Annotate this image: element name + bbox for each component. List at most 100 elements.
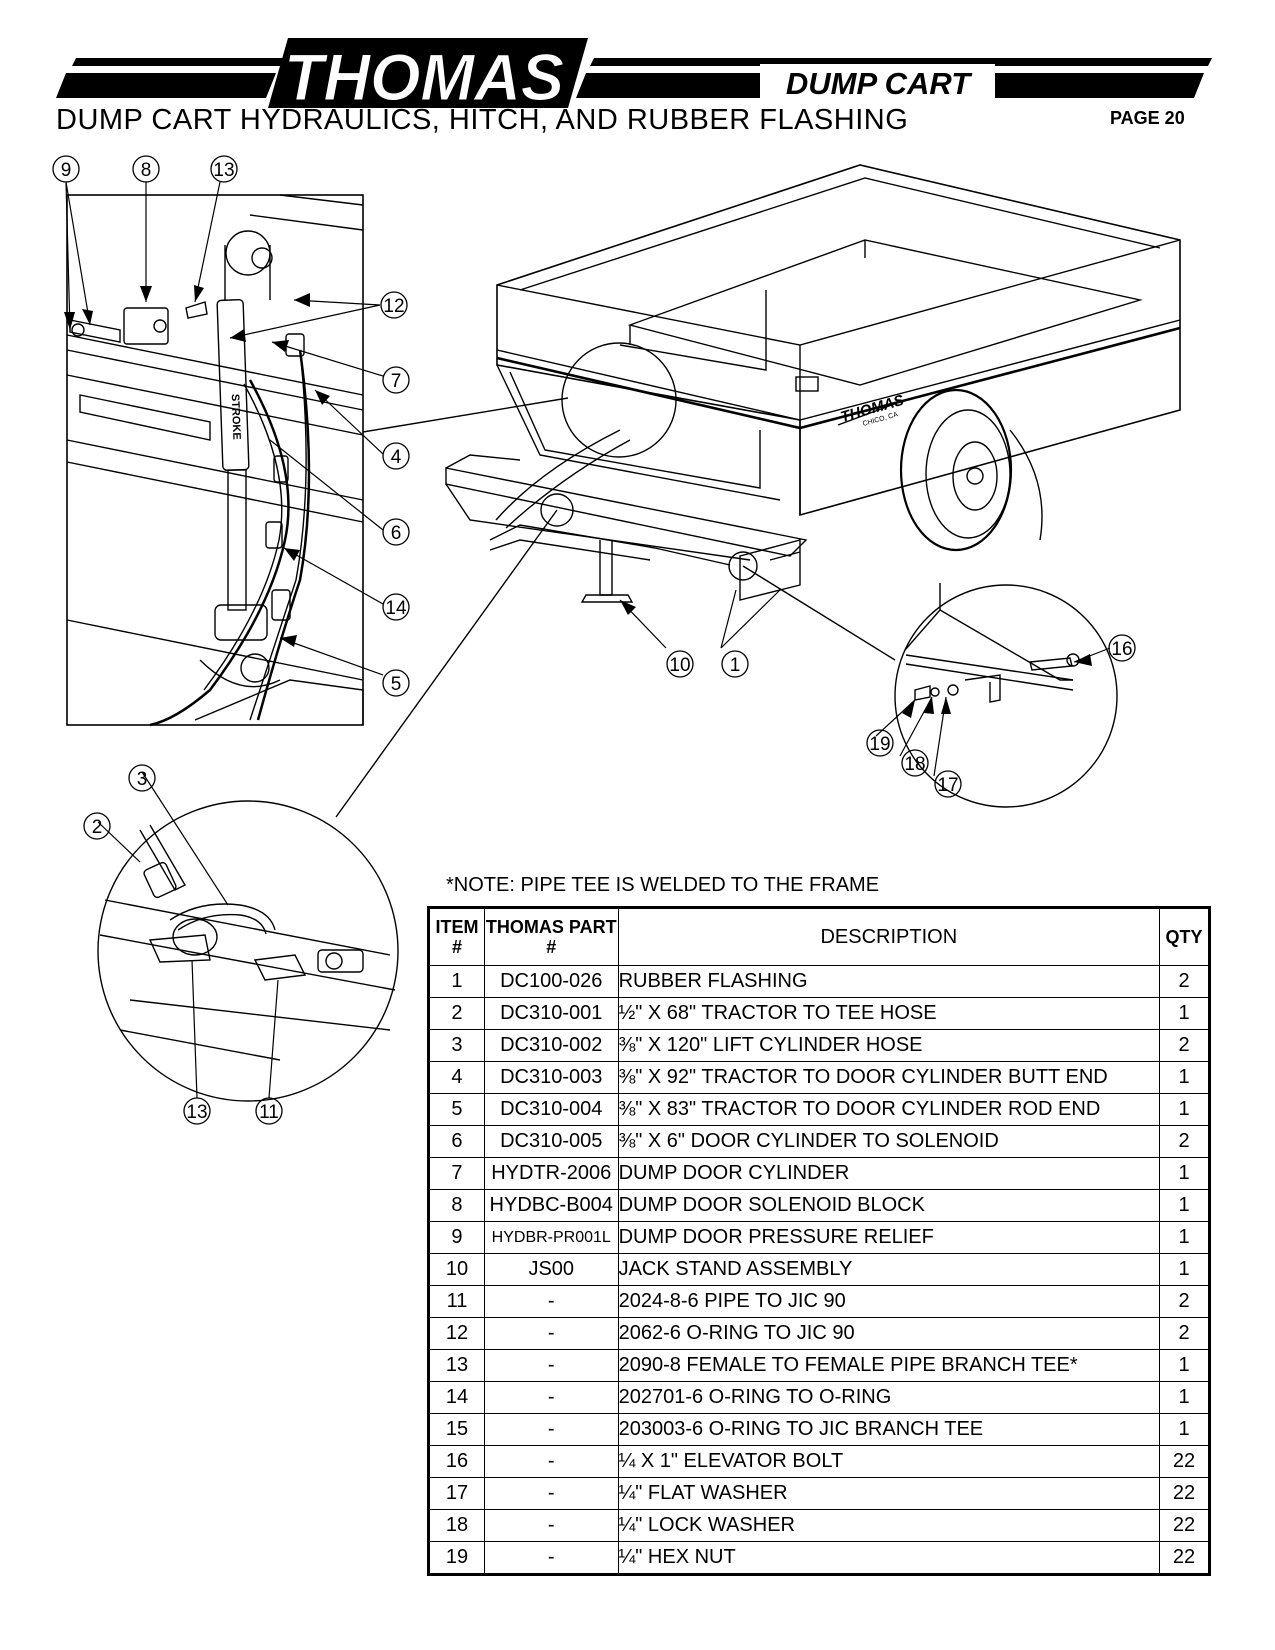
callout-10: 10 [666,650,694,678]
svg-text:4: 4 [391,447,402,468]
cell-part: JS00 [483,1253,619,1286]
cell-description: ¼ X 1" ELEVATOR BOLT [617,1445,1161,1478]
cell-item: 13 [428,1349,485,1382]
svg-text:3: 3 [137,769,148,790]
cell-part: - [483,1541,619,1575]
header-item: ITEM# [428,907,485,966]
tee-detail-leader [335,509,558,818]
header-description: DESCRIPTION [617,907,1161,966]
cell-item: 4 [428,1061,485,1094]
cell-description: 2090-8 FEMALE TO FEMALE PIPE BRANCH TEE* [617,1349,1161,1382]
cell-qty: 2 [1159,1029,1210,1062]
cell-qty: 1 [1159,1253,1210,1286]
header-stripe-left-bottom [56,73,276,98]
cell-qty: 2 [1159,1285,1210,1318]
callout-13b: 13 [183,1097,211,1125]
cell-item: 19 [428,1541,485,1575]
cell-qty: 2 [1159,1317,1210,1350]
cell-qty: 1 [1159,997,1210,1030]
cell-description: DUMP DOOR SOLENOID BLOCK [617,1189,1161,1222]
arrowheads [64,285,1092,718]
callout-8: 8 [132,155,160,183]
svg-text:11: 11 [259,1102,279,1123]
cell-item: 9 [428,1221,485,1254]
cell-qty: 22 [1159,1445,1210,1478]
cell-part: - [483,1317,619,1350]
cell-part: - [483,1445,619,1478]
cylinder-label: STROKE [229,394,243,440]
cell-item: 10 [428,1253,485,1286]
cell-part: - [483,1381,619,1414]
cell-item: 6 [428,1125,485,1158]
header-stripe-right-top [590,58,1212,66]
product-plate [760,64,995,98]
cell-part: - [483,1413,619,1446]
header-banner: THOMAS DUMP CART [56,38,1212,115]
callout-2: 2 [83,812,111,840]
cell-qty: 2 [1159,965,1210,998]
callout-14: 14 [382,593,410,621]
cell-description: ⅜" X 6" DOOR CYLINDER TO SOLENOID [617,1125,1161,1158]
cell-qty: 22 [1159,1541,1210,1575]
callout-1: 1 [721,650,749,678]
cell-description: ½" X 68" TRACTOR TO TEE HOSE [617,997,1161,1030]
callout-6: 6 [382,518,410,546]
cylinder-detail-leader [362,397,569,433]
cell-description: 203003-6 O-RING TO JIC BRANCH TEE [617,1413,1161,1446]
cell-part: HYDBC-B004 [483,1189,619,1222]
cell-description: JACK STAND ASSEMBLY [617,1253,1161,1286]
cell-part: - [483,1477,619,1510]
svg-text:10: 10 [669,655,690,676]
callout-7: 7 [382,366,410,394]
product-name: DUMP CART [786,66,973,101]
svg-text:2: 2 [92,817,103,838]
callout-13: 13 [210,155,238,183]
svg-text:19: 19 [869,734,890,755]
svg-text:13: 13 [213,160,234,181]
cell-item: 2 [428,997,485,1030]
svg-text:9: 9 [61,160,72,181]
cell-description: ⅜" X 92" TRACTOR TO DOOR CYLINDER BUTT E… [617,1061,1161,1094]
svg-text:8: 8 [141,160,152,181]
svg-text:18: 18 [904,754,925,775]
dump-cart-illustration [445,164,1181,603]
tee-detail-view [97,800,399,1102]
cell-part: DC310-003 [483,1061,619,1094]
header-part: THOMAS PART# [483,907,619,966]
callouts: 9 8 13 12 7 4 6 14 5 3 2 13 11 10 1 16 1… [52,155,1136,1125]
cell-description: ⅜" X 120" LIFT CYLINDER HOSE [617,1029,1161,1062]
header-stripe-left-top [72,58,284,66]
cell-item: 14 [428,1381,485,1414]
cell-qty: 1 [1159,1093,1210,1126]
cell-description: RUBBER FLASHING [617,965,1161,998]
cell-description: 2062-6 O-RING TO JIC 90 [617,1317,1161,1350]
callout-11: 11 [255,1097,283,1125]
cell-description: DUMP DOOR PRESSURE RELIEF [617,1221,1161,1254]
cell-item: 1 [428,965,485,998]
cell-description: ¼" FLAT WASHER [617,1477,1161,1510]
cell-item: 16 [428,1445,485,1478]
cell-item: 11 [428,1285,485,1318]
cell-description: ⅜" X 83" TRACTOR TO DOOR CYLINDER ROD EN… [617,1093,1161,1126]
header-logo-plate [268,38,588,108]
callout-5: 5 [382,669,410,697]
svg-text:16: 16 [1111,639,1132,660]
svg-text:5: 5 [391,674,402,695]
cell-item: 15 [428,1413,485,1446]
cell-qty: 22 [1159,1477,1210,1510]
